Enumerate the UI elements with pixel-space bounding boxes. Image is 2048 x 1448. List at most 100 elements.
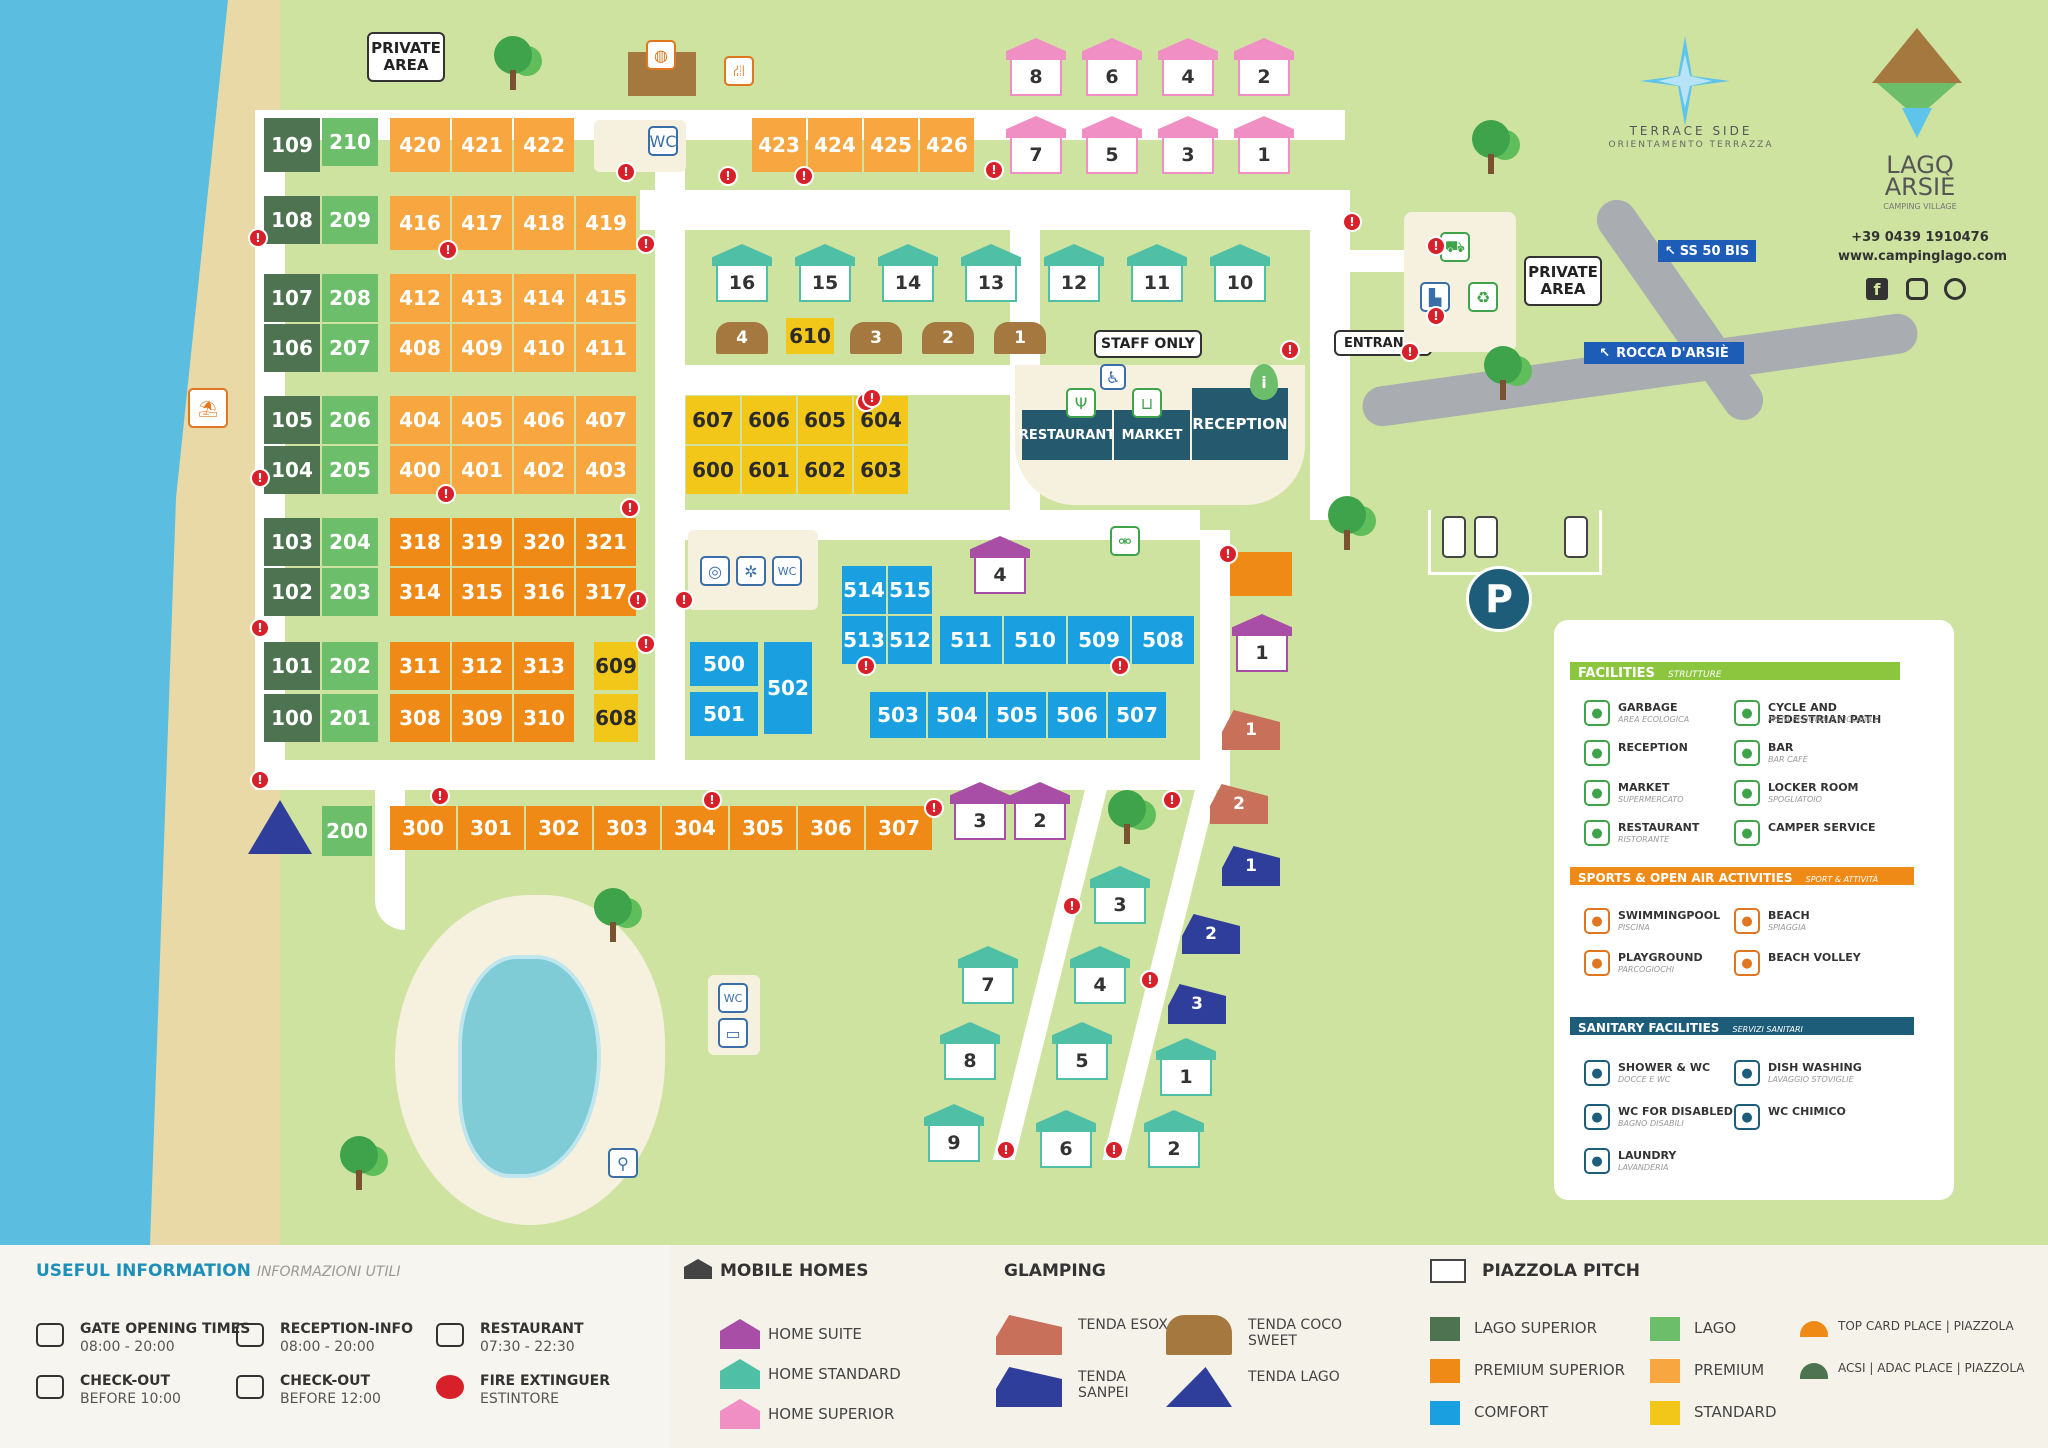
- pitch[interactable]: 200: [322, 806, 372, 856]
- pitch[interactable]: 106: [264, 324, 320, 372]
- pitch[interactable]: 205: [322, 446, 378, 494]
- mobile-home[interactable]: 13: [961, 244, 1021, 304]
- pitch[interactable]: 208: [322, 274, 378, 322]
- pitch[interactable]: 300: [390, 806, 456, 850]
- pitch[interactable]: 500: [690, 642, 758, 686]
- pitch[interactable]: 510: [1004, 616, 1066, 664]
- pitch[interactable]: 408: [390, 324, 450, 372]
- pitch[interactable]: 321: [576, 518, 636, 566]
- glamping-coco-sweet[interactable]: 4: [716, 322, 768, 354]
- pitch[interactable]: 105: [264, 396, 320, 444]
- pitch[interactable]: 317: [576, 568, 636, 616]
- pitch[interactable]: 312: [452, 642, 512, 690]
- pitch[interactable]: 420: [390, 118, 450, 172]
- pitch[interactable]: 609: [594, 642, 638, 690]
- pitch[interactable]: 602: [798, 446, 852, 494]
- mobile-home[interactable]: 7: [1006, 116, 1066, 176]
- pitch[interactable]: 413: [452, 274, 512, 322]
- pitch[interactable]: 202: [322, 642, 378, 690]
- mobile-home[interactable]: 3: [1090, 866, 1150, 926]
- pitch[interactable]: 303: [594, 806, 660, 850]
- mobile-home[interactable]: 4: [1158, 38, 1218, 98]
- mobile-home[interactable]: 5: [1082, 116, 1142, 176]
- mobile-home[interactable]: 5: [1052, 1022, 1112, 1082]
- pitch[interactable]: 506: [1048, 692, 1106, 738]
- pitch[interactable]: 314: [390, 568, 450, 616]
- pitch[interactable]: 601: [742, 446, 796, 494]
- mobile-home[interactable]: 1: [1234, 116, 1294, 176]
- mobile-home[interactable]: 4: [970, 536, 1030, 596]
- pitch[interactable]: 210: [322, 118, 378, 166]
- pitch[interactable]: 310: [514, 694, 574, 742]
- pitch[interactable]: 610: [786, 318, 834, 354]
- glamping-tenda-esox[interactable]: 2: [1210, 784, 1268, 824]
- pitch[interactable]: 421: [452, 118, 512, 172]
- mobile-home[interactable]: 8: [940, 1022, 1000, 1082]
- website-link[interactable]: www.campinglago.com: [1838, 249, 2008, 264]
- mobile-home[interactable]: 16: [712, 244, 772, 304]
- pitch[interactable]: 407: [576, 396, 636, 444]
- pitch[interactable]: 412: [390, 274, 450, 322]
- pitch[interactable]: 419: [576, 196, 636, 250]
- pitch[interactable]: 503: [870, 692, 926, 738]
- pitch[interactable]: 308: [390, 694, 450, 742]
- instagram-icon[interactable]: [1906, 278, 1928, 300]
- glamping-tenda-esox[interactable]: 1: [1222, 710, 1280, 750]
- pitch[interactable]: 425: [864, 118, 918, 172]
- pitch[interactable]: 102: [264, 568, 320, 616]
- pitch[interactable]: 605: [798, 396, 852, 444]
- mobile-home[interactable]: 11: [1127, 244, 1187, 304]
- pitch[interactable]: 313: [514, 642, 574, 690]
- pitch[interactable]: 600: [686, 446, 740, 494]
- pitch[interactable]: 309: [452, 694, 512, 742]
- pitch[interactable]: 109: [264, 118, 320, 172]
- pitch[interactable]: 504: [928, 692, 986, 738]
- pitch[interactable]: 304: [662, 806, 728, 850]
- pitch[interactable]: 426: [920, 118, 974, 172]
- pitch[interactable]: 515: [888, 566, 932, 614]
- pitch[interactable]: 320: [514, 518, 574, 566]
- pitch[interactable]: 501: [690, 692, 758, 736]
- pitch[interactable]: 103: [264, 518, 320, 566]
- mobile-home[interactable]: 2: [1234, 38, 1294, 98]
- pitch[interactable]: 305: [730, 806, 796, 850]
- mobile-home[interactable]: 14: [878, 244, 938, 304]
- pitch[interactable]: 318: [390, 518, 450, 566]
- pitch[interactable]: 418: [514, 196, 574, 250]
- mobile-home[interactable]: 1: [1232, 614, 1292, 674]
- glamping-coco-sweet[interactable]: 2: [922, 322, 974, 354]
- pitch[interactable]: 207: [322, 324, 378, 372]
- mobile-home[interactable]: 15: [795, 244, 855, 304]
- mobile-home[interactable]: 7: [958, 946, 1018, 1006]
- pitch[interactable]: 402: [514, 446, 574, 494]
- glamping-coco-sweet[interactable]: 3: [850, 322, 902, 354]
- pitch[interactable]: 107: [264, 274, 320, 322]
- pitch[interactable]: 514: [842, 566, 886, 614]
- pitch[interactable]: 410: [514, 324, 574, 372]
- pitch[interactable]: 423: [752, 118, 806, 172]
- pitch[interactable]: 108: [264, 196, 320, 244]
- mobile-home[interactable]: 9: [924, 1104, 984, 1164]
- pitch[interactable]: 414: [514, 274, 574, 322]
- pitch[interactable]: 405: [452, 396, 512, 444]
- pitch[interactable]: 603: [854, 446, 908, 494]
- mobile-home[interactable]: 4: [1070, 946, 1130, 1006]
- pitch[interactable]: 411: [576, 324, 636, 372]
- pitch[interactable]: 508: [1132, 616, 1194, 664]
- glamping-coco-sweet[interactable]: 1: [994, 322, 1046, 354]
- pitch[interactable]: 513: [842, 616, 886, 664]
- mobile-home[interactable]: 6: [1036, 1110, 1096, 1170]
- pitch[interactable]: 606: [742, 396, 796, 444]
- pitch[interactable]: 302: [526, 806, 592, 850]
- pitch[interactable]: 409: [452, 324, 512, 372]
- pitch[interactable]: 502: [764, 642, 812, 734]
- glamping-tenda-sanpei[interactable]: 2: [1182, 914, 1240, 954]
- phone[interactable]: +39 0439 1910476: [1851, 230, 1989, 245]
- pitch[interactable]: 306: [798, 806, 864, 850]
- glamping-tenda-sanpei[interactable]: 3: [1168, 984, 1226, 1024]
- pitch[interactable]: 316: [514, 568, 574, 616]
- mobile-home[interactable]: 10: [1210, 244, 1270, 304]
- pitch[interactable]: 607: [686, 396, 740, 444]
- pitch[interactable]: 319: [452, 518, 512, 566]
- mobile-home[interactable]: 2: [1144, 1110, 1204, 1170]
